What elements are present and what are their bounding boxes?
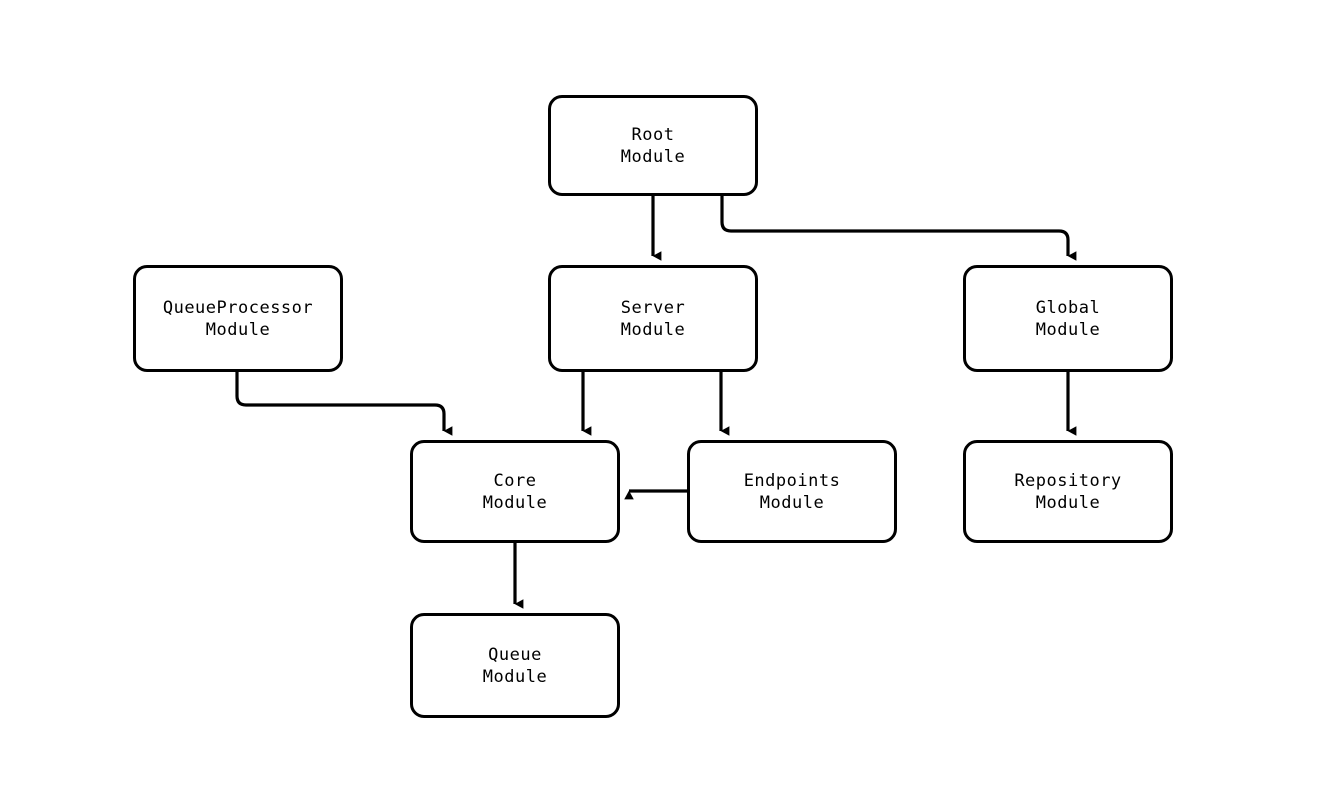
node-global-module-label: Global Module: [1035, 297, 1101, 340]
node-core-module-label: Core Module: [482, 470, 548, 513]
node-endpoints-module-label: Endpoints Module: [743, 470, 841, 513]
node-core-module[interactable]: Core Module: [410, 440, 620, 543]
node-queue-module[interactable]: Queue Module: [410, 613, 620, 718]
node-server-module-label: Server Module: [620, 297, 686, 340]
node-endpoints-module[interactable]: Endpoints Module: [687, 440, 897, 543]
node-queue-module-label: Queue Module: [482, 644, 548, 687]
node-root-module[interactable]: Root Module: [548, 95, 758, 196]
edge-root-to-global: [720, 196, 1077, 261]
node-repository-module-label: Repository Module: [1014, 470, 1122, 513]
node-root-module-label: Root Module: [620, 124, 686, 167]
node-queueprocessor-module[interactable]: QueueProcessor Module: [133, 265, 343, 372]
node-repository-module[interactable]: Repository Module: [963, 440, 1173, 543]
node-server-module[interactable]: Server Module: [548, 265, 758, 372]
node-queueprocessor-module-label: QueueProcessor Module: [162, 297, 314, 340]
edge-queueprocessor-to-core: [235, 372, 453, 436]
node-global-module[interactable]: Global Module: [963, 265, 1173, 372]
